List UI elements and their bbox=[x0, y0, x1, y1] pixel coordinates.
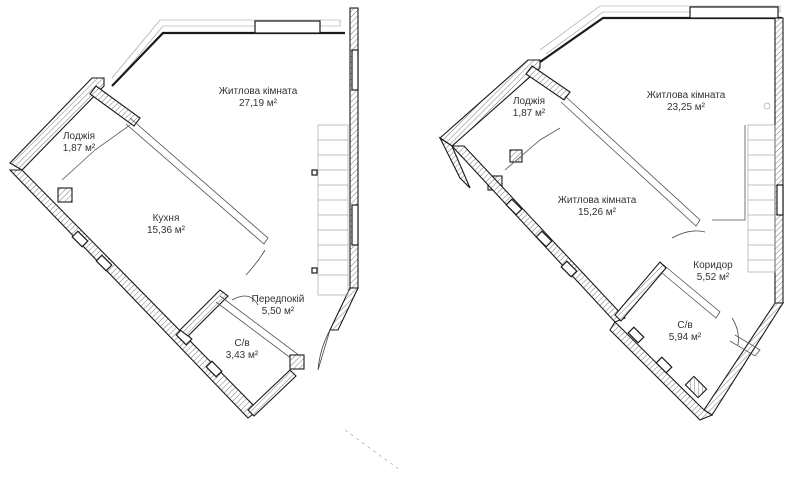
left-loggia-wall bbox=[9, 77, 105, 171]
right-wall-stub bbox=[684, 375, 708, 399]
right-window-sw-3 bbox=[560, 260, 578, 278]
room-area-left-bath: 3,43 м² bbox=[226, 350, 259, 361]
room-area-left-hall: 5,50 м² bbox=[262, 306, 295, 317]
right-outer-wall-east bbox=[774, 17, 784, 304]
left-window-top bbox=[254, 20, 321, 34]
right-loggia-opening bbox=[504, 127, 561, 171]
left-window-sw-4 bbox=[205, 360, 223, 378]
right-bath-wall bbox=[614, 261, 667, 322]
room-name-right-corridor: Коридор bbox=[693, 260, 733, 271]
left-terrace-railing bbox=[111, 19, 341, 81]
room-name-left-hall: Передпокій bbox=[252, 294, 305, 305]
left-loggia-stub bbox=[57, 187, 73, 203]
room-name-right-living1: Житлова кімната bbox=[647, 90, 726, 101]
right-window-sw-1 bbox=[505, 198, 523, 216]
right-apartment-plan bbox=[438, 5, 784, 421]
room-area-left-loggia: 1,87 м² bbox=[63, 143, 96, 154]
left-entry-door bbox=[317, 329, 331, 371]
left-apartment-plan bbox=[8, 7, 401, 471]
right-living2-door bbox=[671, 230, 706, 239]
left-staircase bbox=[311, 124, 349, 296]
room-area-right-living2: 15,26 м² bbox=[578, 207, 617, 218]
room-area-right-bath: 5,94 м² bbox=[669, 332, 702, 343]
right-living-partition bbox=[560, 95, 701, 227]
room-name-right-bath: С/в bbox=[677, 320, 692, 331]
left-kitchen-door bbox=[245, 249, 266, 276]
left-bath-south-wall bbox=[247, 369, 297, 417]
room-area-right-corridor: 5,52 м² bbox=[697, 272, 730, 283]
left-outer-wall-southeast bbox=[329, 287, 359, 331]
left-entry-marking bbox=[344, 429, 401, 471]
room-area-right-loggia: 1,87 м² bbox=[513, 108, 546, 119]
left-window-sw-2 bbox=[95, 254, 113, 272]
right-window-sw-5 bbox=[655, 356, 673, 374]
right-terrace-railing bbox=[539, 5, 781, 55]
right-window-sw-2 bbox=[535, 230, 553, 248]
right-window-sw-4 bbox=[627, 326, 645, 344]
room-area-left-kitchen: 15,36 м² bbox=[147, 225, 186, 236]
room-name-left-kitchen: Кухня bbox=[153, 213, 180, 224]
left-bath-stub bbox=[289, 354, 305, 370]
room-name-left-bath: С/в bbox=[234, 338, 249, 349]
right-loggia-wall-front bbox=[438, 136, 471, 189]
left-loggia-wall-inner bbox=[89, 85, 141, 127]
left-window-sw-1 bbox=[71, 230, 89, 248]
left-window-east-2 bbox=[351, 204, 359, 246]
right-bath-door bbox=[731, 317, 739, 346]
left-kitchen-partition bbox=[125, 117, 269, 245]
room-name-left-living: Житлова кімната bbox=[219, 86, 298, 97]
right-corridor-wall bbox=[655, 261, 721, 319]
right-outer-wall-southeast bbox=[703, 302, 784, 416]
right-outer-wall-south bbox=[609, 321, 714, 421]
left-window-east-1 bbox=[351, 49, 359, 91]
left-bath-wall bbox=[179, 289, 229, 337]
left-outer-wall-north bbox=[111, 31, 345, 87]
right-window-east bbox=[776, 184, 784, 216]
room-name-right-loggia: Лоджія bbox=[513, 96, 545, 107]
room-area-left-living: 27,19 м² bbox=[239, 98, 278, 109]
right-loggia-stub-2 bbox=[509, 149, 523, 163]
room-name-left-loggia: Лоджія bbox=[63, 131, 95, 142]
right-stair-wall bbox=[712, 125, 746, 221]
right-staircase bbox=[747, 102, 776, 273]
right-window-top bbox=[689, 6, 779, 19]
right-bath-partition bbox=[729, 334, 761, 357]
room-name-right-living2: Житлова кімната bbox=[558, 195, 637, 206]
right-outer-wall-north bbox=[539, 16, 782, 63]
left-bath-door bbox=[231, 295, 259, 306]
left-loggia-opening bbox=[61, 124, 131, 181]
room-area-right-living1: 23,25 м² bbox=[667, 102, 706, 113]
right-loggia-wall-inner bbox=[525, 65, 571, 101]
room-labels: Житлова кімната 27,19 м² Лоджія 1,87 м² … bbox=[63, 86, 733, 361]
